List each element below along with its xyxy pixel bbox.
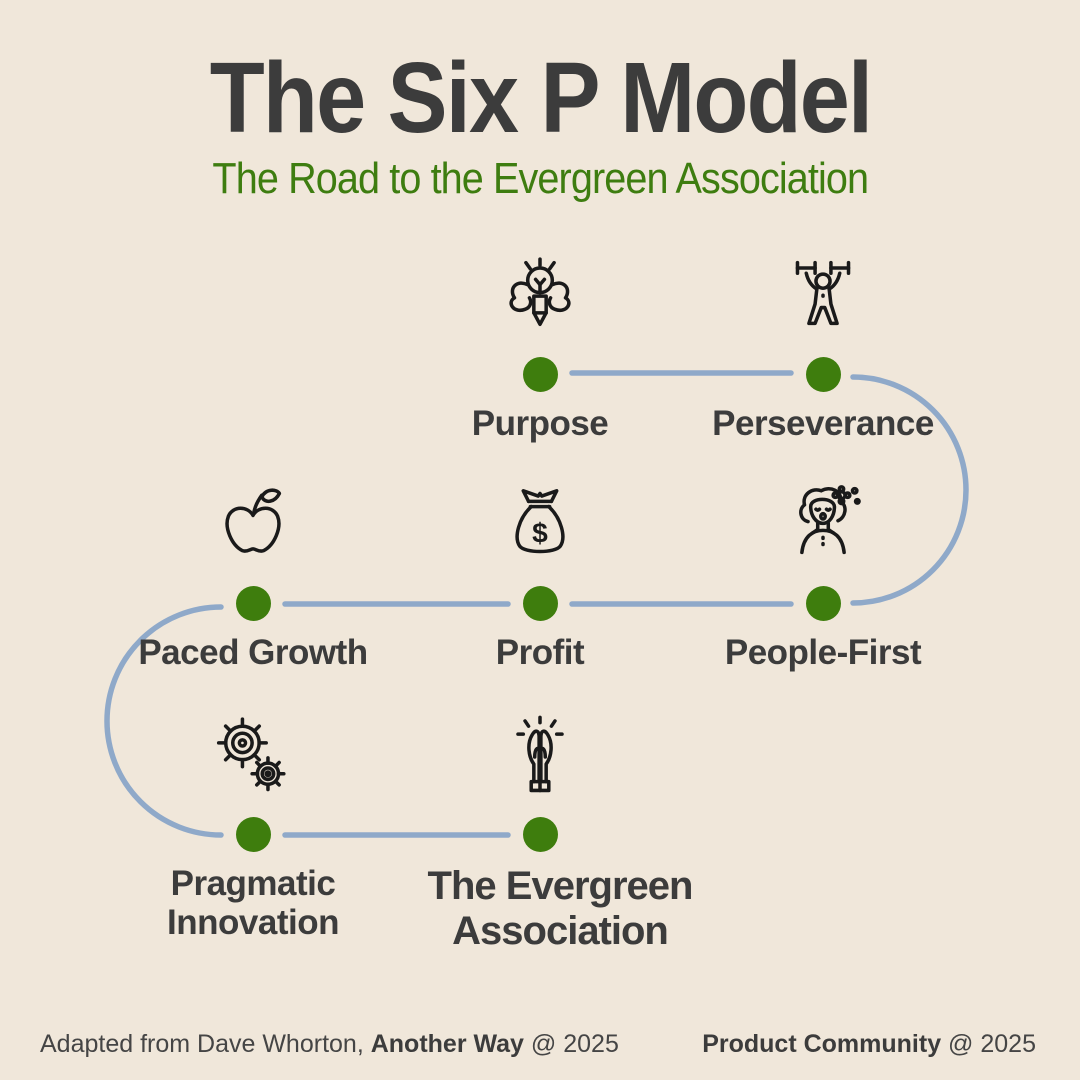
node-label: Pragmatic Innovation [167,864,339,943]
lightbulb-strength-icon [496,253,584,341]
node-pragmatic-innovation: Pragmatic Innovation [63,713,443,942]
svg-text:$: $ [532,518,548,549]
road-stop-dot [235,817,271,852]
money-bag-icon: $ [496,482,584,570]
footer-attribution: Adapted from Dave Whorton, Another Way @… [40,1030,619,1058]
praying-hands-icon [496,713,584,801]
page-subtitle: The Road to the Evergreen Association [212,154,869,203]
road-arc-left [104,604,224,838]
road-stop-dot [522,817,558,852]
node-evergreen-association: The Evergreen Association [350,713,730,954]
apple-icon [209,482,297,570]
footer-book-title: Another Way [370,1030,524,1058]
node-people-first: People-First [633,482,1013,672]
footer: Adapted from Dave Whorton, Another Way @… [40,1030,1036,1059]
node-label: People-First [724,633,922,672]
road-stop-dot [522,357,558,392]
node-label: The Evergreen Association [427,864,694,953]
node-label: Paced Growth [138,633,368,672]
gears-icon [209,713,297,801]
node-label: Profit [495,633,585,672]
road-stop-dot [522,586,558,621]
node-label: Purpose [471,404,609,443]
node-purpose: Purpose [350,253,730,443]
node-paced-growth: Paced Growth [63,482,443,672]
road-arc-right [850,374,969,606]
page-title: The Six P Model [209,42,872,154]
footer-community-name: Product Community [702,1030,942,1058]
woman-flower-icon [779,482,867,570]
road-stop-dot [805,357,841,392]
header: The Six P Model The Road to the Evergree… [0,48,1080,204]
node-perseverance: Perseverance [633,253,1013,443]
footer-credit: Product Community @ 2025 [702,1030,1036,1058]
road-stop-dot [235,586,271,621]
node-label: Perseverance [712,404,934,443]
weightlifter-icon [779,253,867,341]
node-profit: $ Profit [350,482,730,672]
road-stop-dot [805,586,841,621]
